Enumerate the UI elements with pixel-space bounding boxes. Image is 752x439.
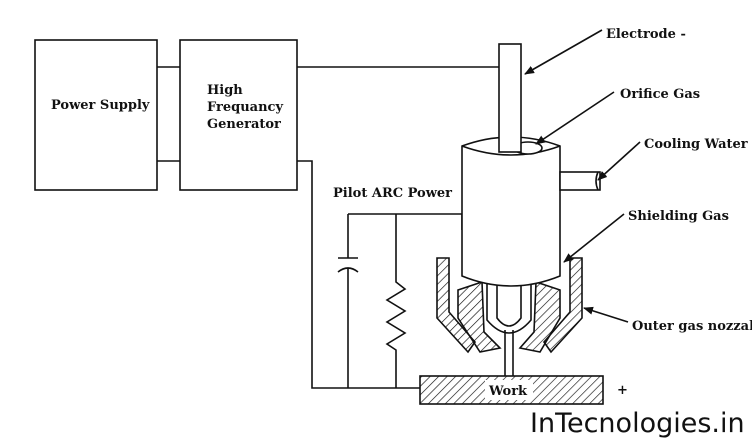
torch-body-top-rim: [461, 145, 561, 156]
resistor: [385, 214, 407, 388]
watermark-text: InTecnologies.in: [530, 408, 745, 439]
outer-nozzle-right: [542, 257, 583, 354]
outer-nozzle-arrow: [583, 306, 629, 323]
hf-label-line3: Generator: [207, 117, 281, 132]
pilot-arc-label: Pilot ARC Power: [333, 186, 452, 201]
shielding-gas-arrow: [563, 213, 625, 263]
cooling-water-pipe: [559, 171, 601, 191]
hf-generator-box: [179, 39, 298, 191]
torch-body: [461, 136, 561, 287]
electrode-label: Electrode -: [606, 27, 686, 42]
work-label-bg: [485, 380, 533, 400]
electrode-rod: [498, 43, 522, 153]
electrode-tip-outline: [486, 284, 532, 334]
cooling-water-arrow: [597, 141, 641, 181]
hf-label-line1: High: [207, 83, 243, 98]
shielding-gas-label: Shielding Gas: [628, 209, 729, 224]
work-label: Work: [488, 384, 528, 399]
work-return-wire: [297, 160, 420, 389]
power-supply-box: [34, 39, 158, 191]
orifice-gas-label: Orifice Gas: [620, 87, 700, 102]
outer-nozzle-label: Outer gas nozzal: [632, 319, 752, 334]
electrode-arrow: [524, 29, 603, 75]
orifice-gas-arrow: [535, 91, 615, 145]
work-plus-label: +: [617, 383, 628, 398]
power-supply-label: Power Supply: [51, 98, 150, 113]
cooling-water-label: Cooling Water: [644, 137, 748, 152]
hf-label-line2: Frequancy: [207, 100, 283, 115]
electrode-tip: [496, 284, 522, 327]
